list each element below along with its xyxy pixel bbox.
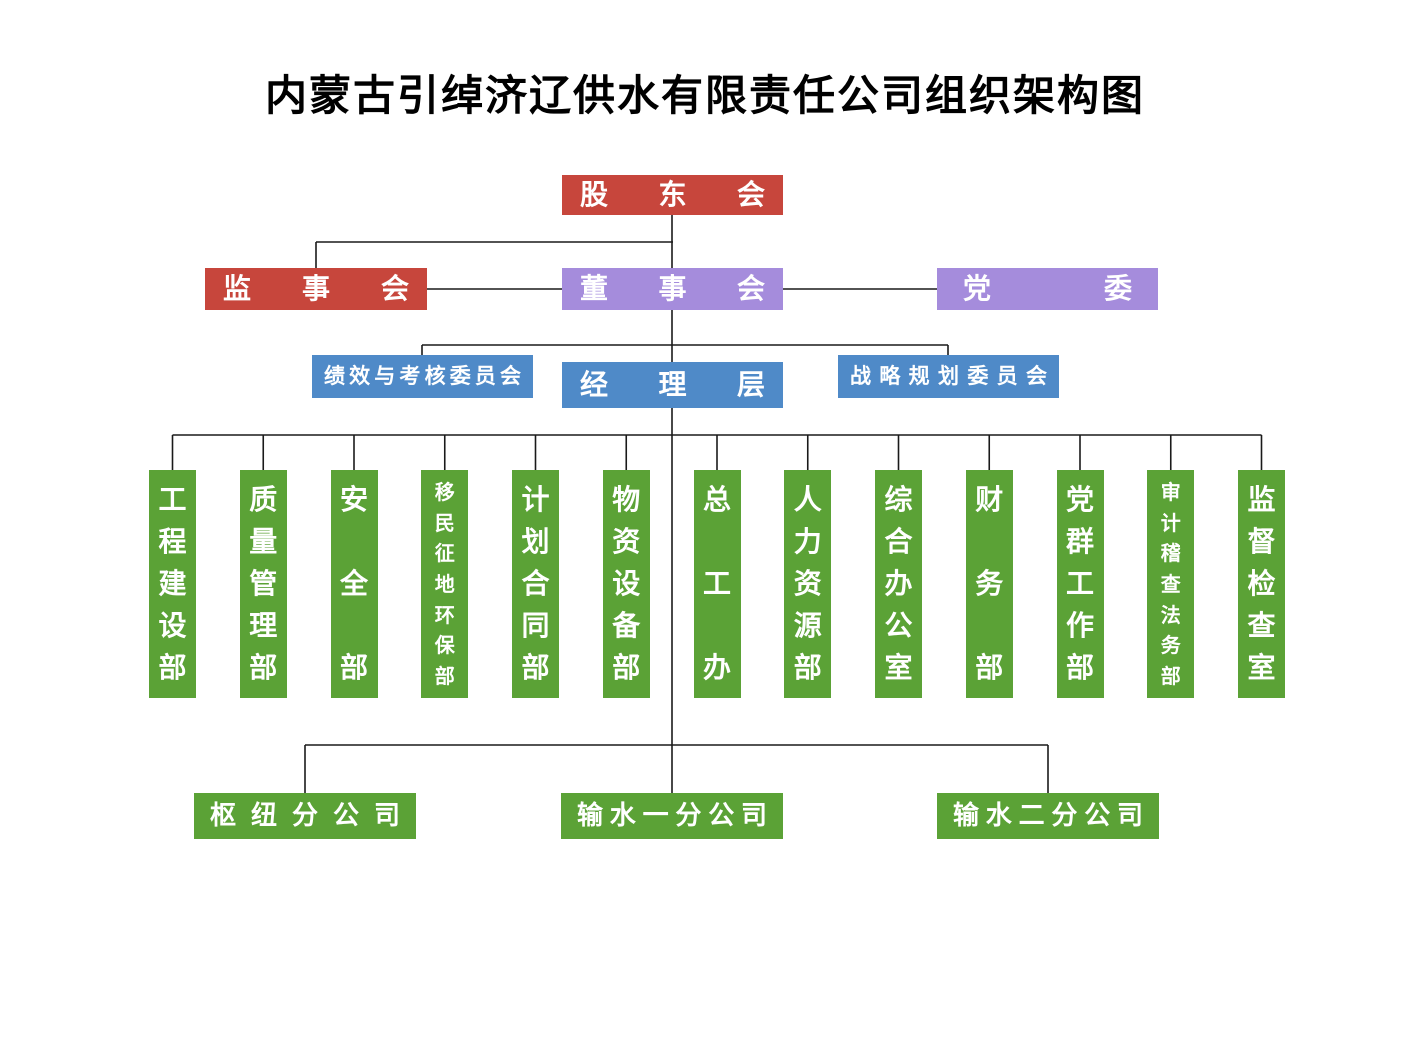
department-box: 安全部 bbox=[330, 470, 378, 698]
department-label-char: 同 bbox=[521, 609, 550, 642]
department-label-char: 合 bbox=[521, 567, 550, 600]
department-label-char: 质 bbox=[249, 483, 278, 516]
department-box: 党群工作部 bbox=[1056, 470, 1104, 698]
node-strategic-planning-committee: 战略规划委员会 bbox=[838, 355, 1059, 398]
department-box: 审计稽查法务部 bbox=[1147, 470, 1195, 698]
department-label-char: 办 bbox=[884, 567, 913, 600]
department-label-char: 务 bbox=[1160, 633, 1181, 658]
department-label-char: 部 bbox=[975, 651, 1004, 684]
department-label-char: 征 bbox=[434, 541, 455, 566]
department-label-char: 部 bbox=[339, 651, 368, 684]
department-box: 监督检查室 bbox=[1238, 470, 1285, 698]
departments-row: 工程建设部质量管理部安全部移民征地环保部计划合同部物资设备部总工办人力资源部综合… bbox=[149, 470, 1285, 698]
subsidiary-box: 输水二分公司 bbox=[937, 793, 1159, 839]
department-box: 人力资源部 bbox=[784, 470, 832, 698]
department-label-char: 检 bbox=[1247, 567, 1276, 600]
department-label-char: 党 bbox=[1065, 483, 1094, 516]
department-label-char: 划 bbox=[521, 525, 550, 558]
department-label-char: 室 bbox=[1247, 651, 1276, 684]
department-label-char: 法 bbox=[1160, 602, 1181, 627]
department-label-char: 资 bbox=[612, 525, 641, 558]
department-label-char: 财 bbox=[975, 483, 1004, 516]
department-box: 计划合同部 bbox=[512, 470, 559, 698]
department-label-char: 合 bbox=[884, 525, 913, 558]
department-label-char: 部 bbox=[612, 651, 641, 684]
department-label-char: 资 bbox=[793, 567, 822, 600]
department-label-char: 部 bbox=[793, 651, 822, 684]
department-label-char: 管 bbox=[249, 567, 278, 600]
department-label-char: 备 bbox=[612, 609, 641, 642]
subsidiary-box: 枢纽分公司 bbox=[194, 793, 416, 839]
department-box: 总工办 bbox=[693, 470, 741, 698]
department-label-char: 总 bbox=[702, 483, 731, 516]
node-party-committee: 党委 bbox=[937, 268, 1158, 310]
department-label-char: 工 bbox=[158, 483, 187, 516]
department-box: 质量管理部 bbox=[239, 470, 287, 698]
department-label-char: 部 bbox=[158, 651, 187, 684]
node-supervisory-board: 监事会 bbox=[205, 268, 427, 310]
department-label-char: 环 bbox=[434, 602, 455, 627]
department-label-char: 督 bbox=[1247, 525, 1276, 558]
department-label-char: 理 bbox=[249, 609, 278, 642]
department-label-char: 力 bbox=[793, 525, 822, 558]
department-label-char: 稽 bbox=[1160, 541, 1181, 566]
department-label-char: 计 bbox=[1160, 510, 1181, 535]
department-box: 工程建设部 bbox=[149, 470, 196, 698]
department-label-char: 监 bbox=[1247, 483, 1276, 516]
node-management-level: 经理层 bbox=[562, 362, 783, 408]
department-label-char: 移 bbox=[434, 480, 455, 504]
department-label-char: 审 bbox=[1160, 480, 1181, 504]
department-box: 物资设备部 bbox=[602, 470, 650, 698]
department-box: 综合办公室 bbox=[875, 470, 922, 698]
department-label-char: 部 bbox=[1065, 651, 1094, 684]
department-label-char: 地 bbox=[434, 571, 455, 596]
department-label-char: 室 bbox=[884, 651, 913, 684]
department-label-char: 设 bbox=[612, 567, 641, 600]
department-label-char: 部 bbox=[434, 663, 455, 688]
department-label-char: 保 bbox=[434, 633, 455, 658]
department-label-char: 部 bbox=[249, 651, 278, 684]
department-label-char: 设 bbox=[158, 609, 187, 642]
department-label-char: 群 bbox=[1065, 525, 1094, 558]
department-label-char: 部 bbox=[521, 651, 550, 684]
department-label-char: 民 bbox=[434, 510, 455, 535]
department-box: 移民征地环保部 bbox=[421, 470, 469, 698]
subsidiary-box: 输水一分公司 bbox=[561, 793, 783, 839]
department-label-char: 公 bbox=[884, 609, 913, 642]
node-shareholders-meeting: 股东会 bbox=[562, 175, 783, 215]
department-label-char: 办 bbox=[702, 651, 731, 684]
department-label-char: 部 bbox=[1160, 663, 1181, 688]
department-label-char: 工 bbox=[702, 567, 731, 600]
department-box: 财务部 bbox=[965, 470, 1013, 698]
node-performance-assessment-committee: 绩效与考核委员会 bbox=[312, 355, 533, 398]
department-label-char: 全 bbox=[339, 567, 368, 600]
department-label-char: 务 bbox=[975, 567, 1004, 600]
department-label-char: 综 bbox=[884, 483, 913, 516]
page-title: 内蒙古引绰济辽供水有限责任公司组织架构图 bbox=[264, 71, 1145, 120]
department-label-char: 建 bbox=[158, 567, 187, 600]
department-label-char: 计 bbox=[521, 483, 550, 516]
node-board-of-directors: 董事会 bbox=[562, 268, 783, 310]
department-label-char: 作 bbox=[1065, 609, 1094, 642]
department-label-char: 查 bbox=[1247, 609, 1276, 642]
department-label-char: 物 bbox=[612, 483, 641, 516]
department-label-char: 安 bbox=[339, 483, 368, 516]
department-label-char: 工 bbox=[1065, 567, 1094, 600]
department-label-char: 源 bbox=[793, 609, 822, 642]
department-label-char: 量 bbox=[249, 525, 278, 558]
department-label-char: 人 bbox=[793, 483, 822, 516]
department-label-char: 程 bbox=[158, 525, 187, 558]
department-label-char: 查 bbox=[1160, 571, 1181, 596]
